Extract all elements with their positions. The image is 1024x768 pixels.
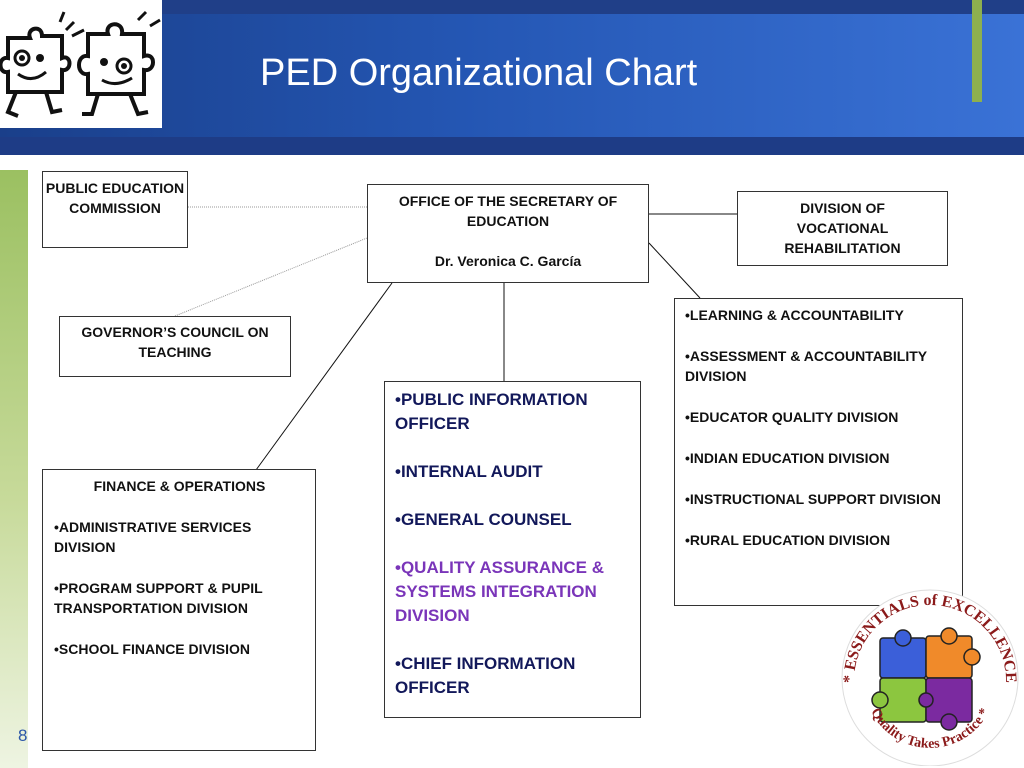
list-item: •ADMINISTRATIVE SERVICES DIVISION — [54, 519, 252, 555]
vocational-rehab-box: DIVISION OF VOCATIONAL REHABILITATION — [737, 191, 948, 266]
list-item: •CHIEF INFORMATION OFFICER — [395, 654, 576, 697]
puzzle-mascot-logo — [0, 0, 162, 128]
essentials-excellence-badge: * ESSENTIALS of EXCELLENCE Quality Takes… — [841, 589, 1019, 766]
left-accent-bar — [0, 170, 28, 768]
public-education-commission-box: PUBLIC EDUCATION COMMISSION — [42, 171, 188, 248]
puzzle-mascot-icon — [0, 10, 161, 118]
list-item: •LEARNING & ACCOUNTABILITY — [685, 307, 904, 323]
list-item: •INTERNAL AUDIT — [395, 462, 543, 481]
secretary-person: Dr. Veronica C. García — [434, 253, 582, 269]
page-number: 8 — [18, 726, 28, 745]
learning-accountability-box: •LEARNING & ACCOUNTABILITY •ASSESSMENT &… — [674, 298, 963, 606]
connector-governors-council — [174, 237, 368, 317]
finance-operations-box: FINANCE & OPERATIONS •ADMINISTRATIVE SER… — [42, 469, 316, 751]
governors-council-label: GOVERNOR’S COUNCIL ON TEACHING — [81, 324, 269, 360]
list-item: •GENERAL COUNSEL — [395, 510, 572, 529]
page-title: PED Organizational Chart — [260, 52, 698, 94]
puzzle-pieces-icon — [871, 627, 981, 731]
connector-finance — [255, 282, 393, 471]
header-banner — [0, 0, 1024, 155]
header-bottom-stripe — [0, 137, 1024, 155]
list-item: •PROGRAM SUPPORT & PUPIL TRANSPORTATION … — [54, 580, 263, 616]
list-item: •EDUCATOR QUALITY DIVISION — [685, 409, 899, 425]
list-item: •INDIAN EDUCATION DIVISION — [685, 450, 890, 466]
list-item: •PUBLIC INFORMATION OFFICER — [395, 390, 588, 433]
list-item: •QUALITY ASSURANCE & SYSTEMS INTEGRATION… — [395, 558, 605, 625]
public-education-commission-label: PUBLIC EDUCATION COMMISSION — [45, 180, 185, 216]
accent-bar — [972, 0, 982, 102]
secretary-box: OFFICE OF THE SECRETARY OF EDUCATION Dr.… — [367, 184, 649, 283]
list-item: •ASSESSMENT & ACCOUNTABILITY DIVISION — [685, 348, 927, 384]
governors-council-box: GOVERNOR’S COUNCIL ON TEACHING — [59, 316, 291, 377]
secretary-title: OFFICE OF THE SECRETARY OF EDUCATION — [398, 193, 618, 229]
secretary-staff-box: •PUBLIC INFORMATION OFFICER •INTERNAL AU… — [384, 381, 641, 718]
header-top-stripe — [162, 0, 1024, 14]
vocational-rehab-label: DIVISION OF VOCATIONAL REHABILITATION — [784, 200, 901, 256]
list-item: •RURAL EDUCATION DIVISION — [685, 532, 891, 548]
connector-learning — [648, 242, 701, 299]
list-item: •SCHOOL FINANCE DIVISION — [54, 641, 250, 657]
list-item: •INSTRUCTIONAL SUPPORT DIVISION — [685, 491, 941, 507]
finance-heading: FINANCE & OPERATIONS — [93, 478, 266, 494]
